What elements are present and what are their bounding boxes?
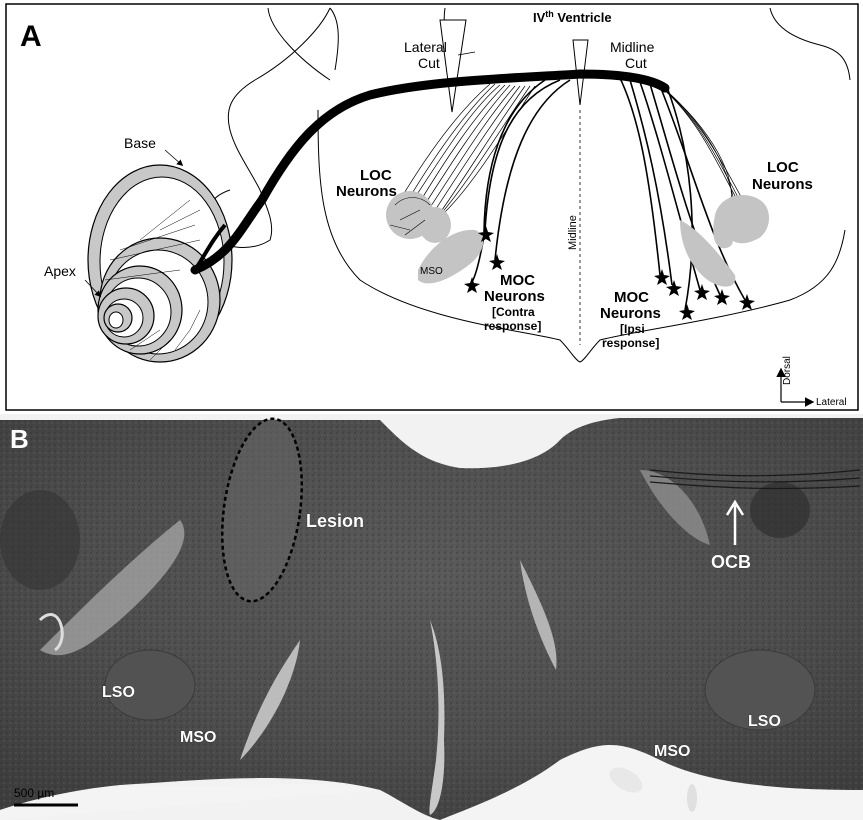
apex-label: Apex	[44, 263, 76, 279]
loc-left-label-2: Neurons	[336, 183, 397, 200]
moc-ipsi-label-4: response]	[602, 336, 659, 350]
moc-ipsi-label-3: [Ipsi	[620, 322, 645, 336]
mso-label-a: MSO	[420, 266, 443, 277]
vessel-bottom-2	[687, 784, 697, 812]
loc-right-label-2: Neurons	[752, 176, 813, 193]
lso-right-label: LSO	[748, 713, 781, 730]
midline-label: Midline	[567, 215, 579, 250]
moc-contra-label-3: [Contra	[492, 305, 535, 319]
lateral-cut-label-2: Cut	[418, 55, 440, 71]
panel-b-letter: B	[10, 424, 29, 454]
mso-right-label: MSO	[654, 743, 690, 760]
dark-region-left	[0, 490, 80, 590]
moc-contra-label-2: Neurons	[484, 288, 545, 305]
panel-a: A IVth Ventricle Lateral Cut Midline Cut	[6, 4, 858, 410]
moc-contra-label-4: response]	[484, 319, 541, 333]
panel-b: B Lesion OCB LSO MSO LSO MSO 500 µm	[0, 414, 863, 820]
base-label: Base	[124, 135, 156, 151]
loc-left-nucleus-2	[419, 207, 451, 243]
lateral-label: Lateral	[816, 397, 847, 408]
scale-label: 500 µm	[14, 786, 54, 800]
loc-left-label-1: LOC	[360, 167, 392, 184]
dorsal-label: Dorsal	[782, 356, 793, 385]
mso-left-label: MSO	[180, 729, 216, 746]
panel-a-letter: A	[20, 20, 42, 53]
ocb-region	[750, 482, 810, 538]
midline-cut-label-1: Midline	[610, 39, 655, 55]
ocb-label: OCB	[711, 552, 751, 572]
moc-ipsi-label-1: MOC	[614, 289, 649, 306]
moc-contra-label-1: MOC	[500, 272, 535, 289]
lateral-cut-label-1: Lateral	[404, 39, 447, 55]
moc-ipsi-label-2: Neurons	[600, 305, 661, 322]
loc-right-label-1: LOC	[767, 159, 799, 176]
midline-cut-label-2: Cut	[625, 55, 647, 71]
lesion-label: Lesion	[306, 511, 364, 531]
lso-left-label: LSO	[102, 684, 135, 701]
ventricle-label: IVth Ventricle	[533, 9, 612, 25]
tissue-texture	[0, 418, 863, 820]
